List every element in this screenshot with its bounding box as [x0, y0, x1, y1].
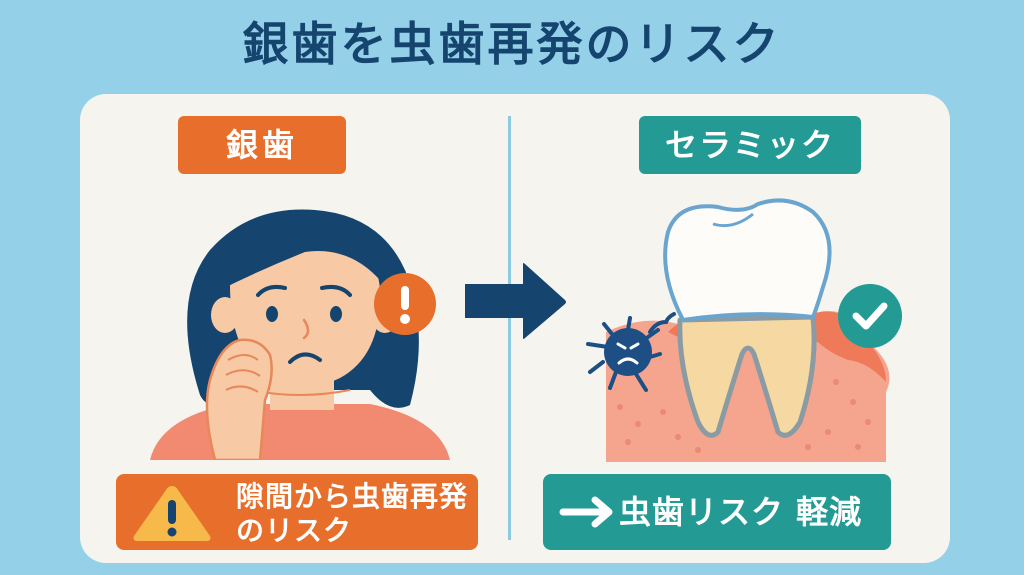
silver-risk-text: 隙間から虫歯再発 のリスク [236, 480, 468, 548]
silver-risk-line2: のリスク [236, 514, 353, 547]
page-title: 銀歯を虫歯再発のリスク [242, 17, 782, 71]
divider [508, 116, 511, 540]
germ-icon [586, 312, 676, 392]
silver-tooth-label: 銀歯 [178, 116, 346, 174]
check-circle-icon [838, 284, 902, 348]
silver-risk-box: 隙間から虫歯再発 のリスク [116, 474, 478, 550]
arrow-right-icon [559, 496, 613, 528]
arrow-right-icon [465, 263, 566, 339]
ceramic-label: セラミック [639, 116, 861, 174]
warning-triangle-icon [133, 486, 211, 541]
ceramic-benefit-box: 虫歯リスク 軽減 [543, 474, 891, 550]
worried-woman-illustration [150, 209, 450, 460]
silver-risk-line1: 隙間から虫歯再発 [236, 480, 469, 513]
exclamation-circle-icon [374, 273, 436, 335]
ceramic-benefit-text: 虫歯リスク 軽減 [619, 493, 863, 531]
ceramic-tooth-illustration [586, 198, 902, 462]
